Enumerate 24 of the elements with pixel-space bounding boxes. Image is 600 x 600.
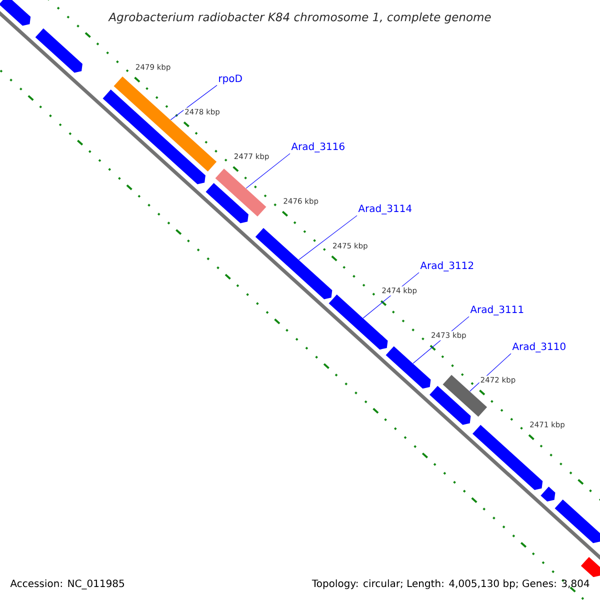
gene-label: Arad_3114: [358, 204, 412, 214]
gene-label: Arad_3110: [512, 342, 566, 352]
gene-feature: [580, 556, 600, 578]
gene-feature: [386, 346, 431, 389]
gene-label: Arad_3116: [291, 142, 344, 152]
gene-feature: [540, 486, 556, 502]
leader-line: [170, 84, 218, 120]
leader-line: [246, 153, 290, 189]
gene-feature: [0, 0, 31, 26]
footer-text: Topology: circular; Length: 4,005,130 bp; Genes: 3,804: [312, 579, 590, 590]
gene-feature: [554, 499, 600, 544]
gene-feature: [215, 168, 266, 216]
gene-feature: [430, 386, 471, 425]
gene-label: Arad_3111: [470, 305, 524, 316]
gene-feature: [328, 294, 388, 350]
title: Agrobacterium radiobacter K84 chromosome 1, complete genome: [106, 10, 494, 26]
gene-label: rpoD: [219, 74, 242, 84]
gene-label: Arad_3112: [420, 261, 474, 272]
leader-line: [298, 215, 358, 260]
gene-feature: [255, 228, 332, 300]
gene-feature: [206, 182, 248, 224]
gene-feature: [102, 90, 206, 184]
footer-text: Accession: NC_011985: [10, 579, 124, 590]
gene-feature: [35, 28, 82, 73]
